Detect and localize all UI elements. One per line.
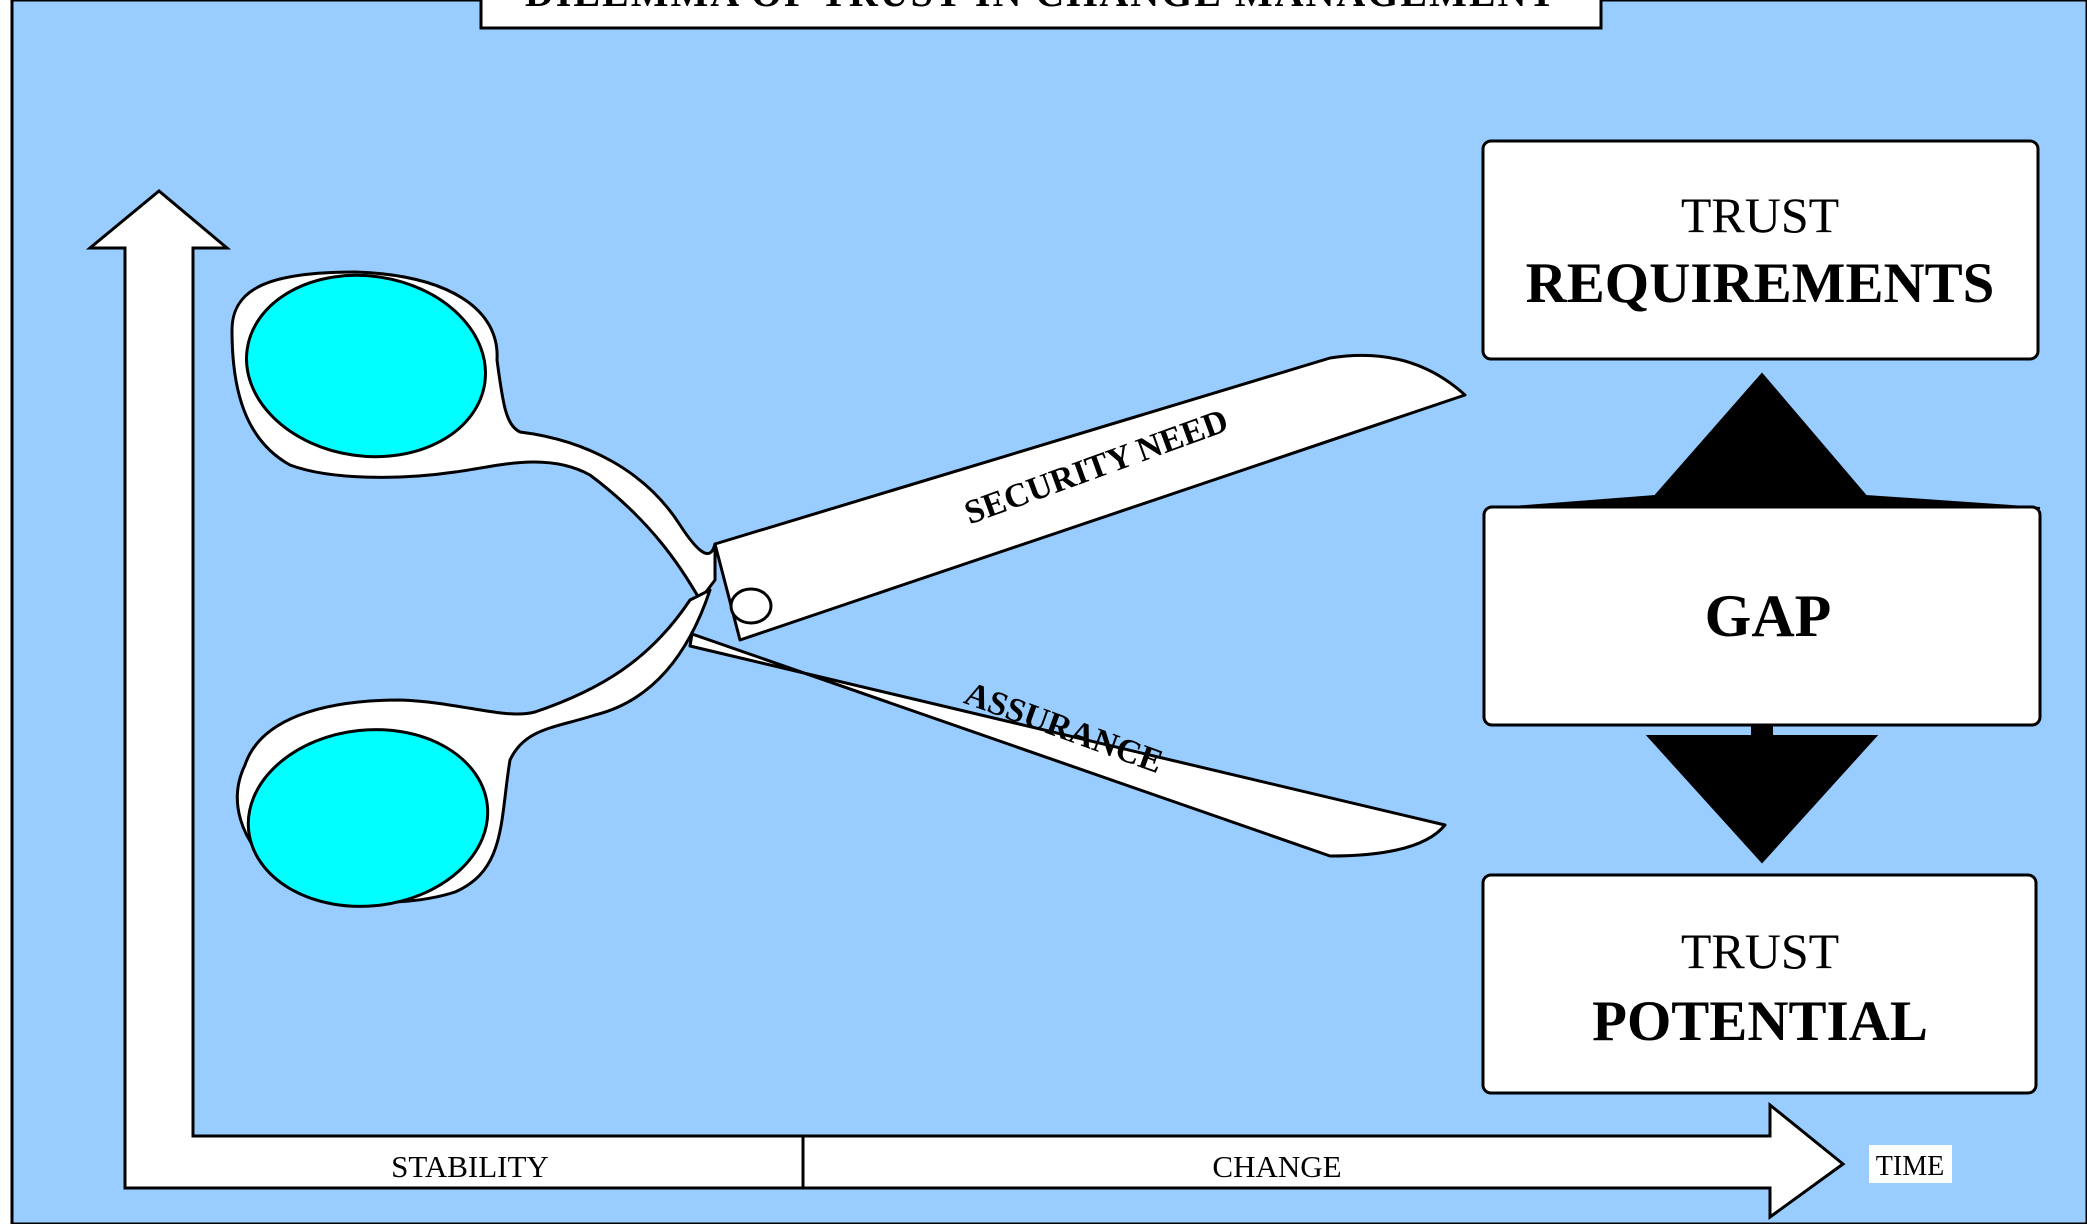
gap-down-arrow xyxy=(1645,735,1879,864)
trust-requirements-box: TRUST REQUIREMENTS xyxy=(1481,139,2040,361)
stability-label: STABILITY xyxy=(391,1149,549,1184)
upper-finger-hole xyxy=(245,273,487,459)
lower-blade xyxy=(688,632,1447,858)
potential-line1: TRUST xyxy=(1681,923,1839,979)
gap-label: GAP xyxy=(1705,583,1832,649)
scissors: SECURITY NEED ASSURANCE xyxy=(230,270,1467,908)
lower-finger-hole xyxy=(246,728,490,908)
upper-blade xyxy=(713,353,1467,642)
gap-box: GAP xyxy=(1482,505,2042,727)
potential-line2: POTENTIAL xyxy=(1592,990,1928,1053)
requirements-line1: TRUST xyxy=(1681,187,1839,243)
time-label-bg xyxy=(1869,1145,1952,1183)
diagram-title: DILEMMA OF TRUST IN CHANGE MANAGEMENT xyxy=(525,0,1557,15)
trust-potential-box: TRUST POTENTIAL xyxy=(1481,873,2038,1095)
pivot-screw xyxy=(729,587,773,625)
title-box: DILEMMA OF TRUST IN CHANGE MANAGEMENT xyxy=(479,0,1603,30)
time-label: TIME xyxy=(1876,1151,1944,1182)
axis-arrow xyxy=(85,189,1846,1220)
change-label: CHANGE xyxy=(1212,1149,1341,1184)
requirements-line2: REQUIREMENTS xyxy=(1526,252,1995,315)
